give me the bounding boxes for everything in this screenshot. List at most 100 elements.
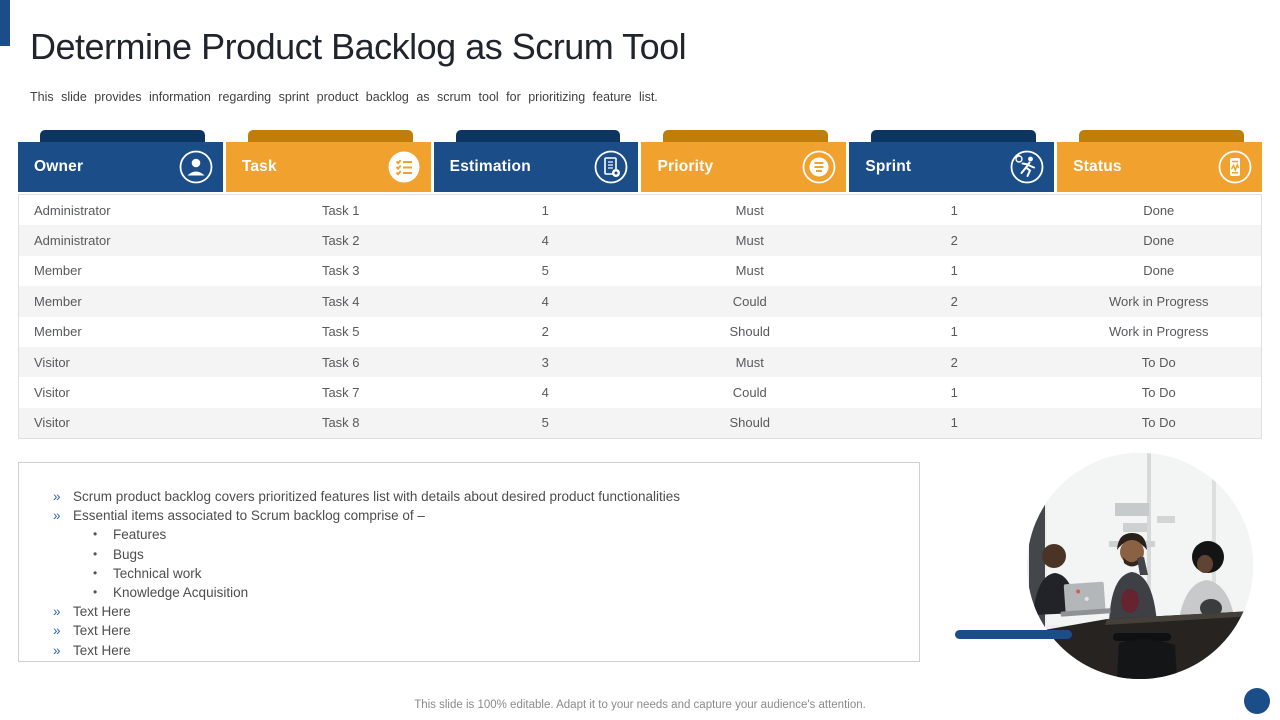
- cell-sprint: 1: [950, 385, 958, 401]
- cell-task: Task 4: [321, 293, 360, 309]
- cell-status: Done: [1143, 233, 1175, 249]
- column-label: Priority: [657, 158, 714, 175]
- note-sub-bullet: • Technical work: [93, 564, 919, 583]
- cell-sprint: 1: [950, 415, 958, 431]
- cell-priority: Could: [732, 293, 767, 309]
- bullet-text: Bugs: [113, 546, 144, 562]
- bullet-text: Features: [113, 527, 167, 543]
- cell-sprint: 2: [950, 233, 958, 249]
- cell-priority: Should: [729, 324, 770, 340]
- cell-estimation: 5: [541, 415, 549, 431]
- cell-owner: Administrator: [34, 202, 111, 218]
- cell-sprint: 1: [950, 263, 958, 279]
- cell-owner: Visitor: [34, 354, 70, 370]
- table-row: Administrator Task 2 4 Must 2 Done: [19, 225, 1261, 256]
- cell-task: Task 2: [321, 233, 360, 249]
- bullet-marker: •: [93, 565, 98, 580]
- column-label: Task: [241, 158, 277, 175]
- notes-list: » Scrum product backlog covers prioritize…: [53, 487, 919, 660]
- column-label: Sprint: [865, 158, 912, 175]
- cell-task: Task 1: [321, 202, 360, 218]
- sprint-runner-icon: [1009, 149, 1045, 185]
- bullet-marker: »: [53, 604, 61, 620]
- cell-owner: Member: [34, 293, 82, 309]
- cell-priority: Must: [735, 263, 764, 279]
- cell-status: To Do: [1141, 385, 1176, 401]
- cell-status: To Do: [1141, 415, 1176, 431]
- cell-task: Task 8: [321, 415, 360, 431]
- corner-accent-dot: [1244, 688, 1270, 714]
- cell-sprint: 1: [950, 202, 958, 218]
- cell-task: Task 6: [321, 354, 360, 370]
- cell-estimation: 4: [541, 385, 549, 401]
- note-sub-bullet: •Features: [93, 525, 919, 544]
- bullet-text: Knowledge Acquisition: [113, 585, 249, 601]
- owner-person-icon: [178, 149, 214, 185]
- cell-task: Task 7: [321, 385, 360, 401]
- bullet-marker: »: [53, 642, 61, 658]
- column-label: Estimation: [449, 158, 531, 175]
- cell-owner: Member: [34, 324, 82, 340]
- cell-estimation: 1: [541, 202, 549, 218]
- note-bullet: » Scrum product backlog covers prioritize…: [53, 487, 919, 506]
- cell-sprint: 1: [950, 324, 958, 340]
- cell-sprint: 2: [950, 354, 958, 370]
- priority-list-icon: [801, 149, 837, 185]
- table-row: Visitor Task 7 4 Could 1 To Do: [19, 377, 1261, 407]
- cell-estimation: 5: [541, 263, 549, 279]
- table-header-row: Owner Task Estimation Priority Sprint Status: [18, 130, 1262, 192]
- cell-task: Task 3: [321, 263, 360, 279]
- table-row: Administrator Task 1 1 Must 1 Done: [19, 195, 1261, 225]
- cell-estimation: 4: [541, 233, 549, 249]
- bullet-marker: »: [53, 489, 61, 504]
- table-row: Member Task 5 2 Should 1 Work in Progress: [19, 317, 1261, 347]
- table-row: Member Task 3 5 Must 1 Done: [19, 256, 1261, 286]
- task-checklist-icon: [386, 149, 422, 185]
- cell-status: Work in Progress: [1109, 324, 1209, 340]
- bullet-text: Text Here: [73, 604, 131, 620]
- cell-status: Done: [1143, 263, 1175, 279]
- cell-owner: Visitor: [34, 385, 70, 401]
- cell-priority: Should: [729, 415, 770, 431]
- column-header-estimation: Estimation: [433, 130, 639, 192]
- note-bullet: » Text Here: [53, 602, 919, 621]
- accent-underline-bar: [955, 630, 1072, 639]
- status-report-icon: [1217, 149, 1253, 185]
- cell-status: Done: [1143, 202, 1175, 218]
- cell-priority: Must: [735, 354, 764, 370]
- cell-priority: Could: [732, 385, 767, 401]
- column-header-priority: Priority: [641, 130, 847, 192]
- cell-priority: Must: [735, 233, 764, 249]
- team-photo: [1027, 453, 1253, 679]
- slide-subtitle: This slide provides information regardin…: [30, 90, 658, 104]
- note-bullet: »Text Here: [53, 621, 919, 640]
- note-bullet: »Text Here: [53, 641, 919, 660]
- cell-task: Task 5: [321, 324, 360, 340]
- corner-accent-bar: [0, 0, 10, 46]
- cell-sprint: 2: [950, 293, 958, 309]
- estimation-doc-icon: [593, 149, 629, 185]
- cell-owner: Member: [34, 263, 82, 279]
- cell-status: Work in Progress: [1109, 293, 1209, 309]
- column-header-owner: Owner: [18, 130, 223, 192]
- bullet-marker: »: [53, 623, 61, 639]
- bullet-marker: •: [93, 546, 98, 561]
- cell-priority: Must: [735, 202, 764, 218]
- table-row: Visitor Task 8 5 Should 1 To Do: [19, 407, 1261, 439]
- note-sub-bullet: •Knowledge Acquisition: [93, 583, 919, 602]
- footer-note: This slide is 100% editable. Adapt it to…: [414, 699, 866, 711]
- bullet-text: Essential items associated to Scrum back…: [73, 508, 425, 524]
- column-header-status: Status: [1057, 130, 1262, 192]
- team-photo-illustration: [1027, 453, 1253, 679]
- bullet-text: Scrum product backlog covers prioritized…: [73, 489, 681, 504]
- cell-owner: Administrator: [34, 233, 111, 249]
- note-sub-bullet: • Bugs: [93, 545, 919, 564]
- column-label: Status: [1073, 158, 1122, 175]
- bullet-text: Technical work: [113, 565, 202, 581]
- cell-estimation: 2: [541, 324, 549, 340]
- cell-owner: Visitor: [34, 415, 70, 431]
- cell-estimation: 3: [541, 354, 549, 370]
